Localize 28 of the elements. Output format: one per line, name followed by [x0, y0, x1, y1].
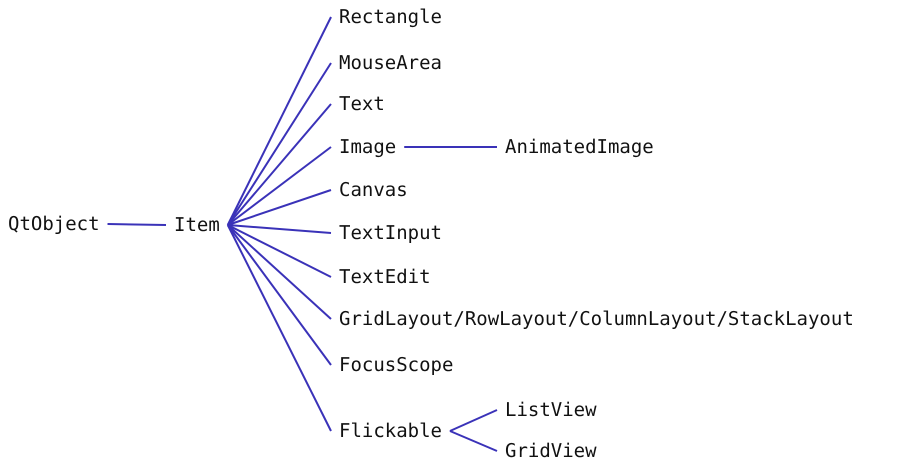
class-name: GridLayout/RowLayout/ColumnLayout/StackLayout: [331, 307, 862, 331]
class-name: Image: [331, 135, 404, 159]
class-name: Canvas: [331, 178, 416, 202]
class-name: MouseArea: [331, 51, 450, 75]
connector-line: [226, 224, 332, 366]
connector-line: [404, 146, 497, 148]
class-name: TextEdit: [331, 265, 439, 289]
class-name: ListView: [497, 398, 605, 422]
class-name: QtObject: [0, 212, 108, 236]
connector-line: [227, 224, 332, 278]
class-name: Text: [331, 92, 393, 116]
connector-line: [450, 409, 498, 432]
connector-line: [226, 16, 332, 226]
connector-line: [450, 430, 498, 452]
connector-line: [228, 224, 332, 234]
class-name: Flickable: [331, 419, 450, 443]
connector-line: [226, 62, 332, 226]
connector-line: [227, 224, 332, 320]
connector-line: [226, 224, 332, 432]
connector-line: [227, 189, 332, 226]
class-name: TextInput: [331, 221, 450, 245]
connector-line: [108, 223, 166, 226]
class-name: Item: [166, 213, 228, 237]
class-name: FocusScope: [331, 353, 462, 377]
class-name: GridView: [497, 439, 605, 459]
class-name: AnimatedImage: [497, 135, 662, 159]
connector-line: [227, 103, 332, 226]
class-name: Rectangle: [331, 5, 450, 29]
